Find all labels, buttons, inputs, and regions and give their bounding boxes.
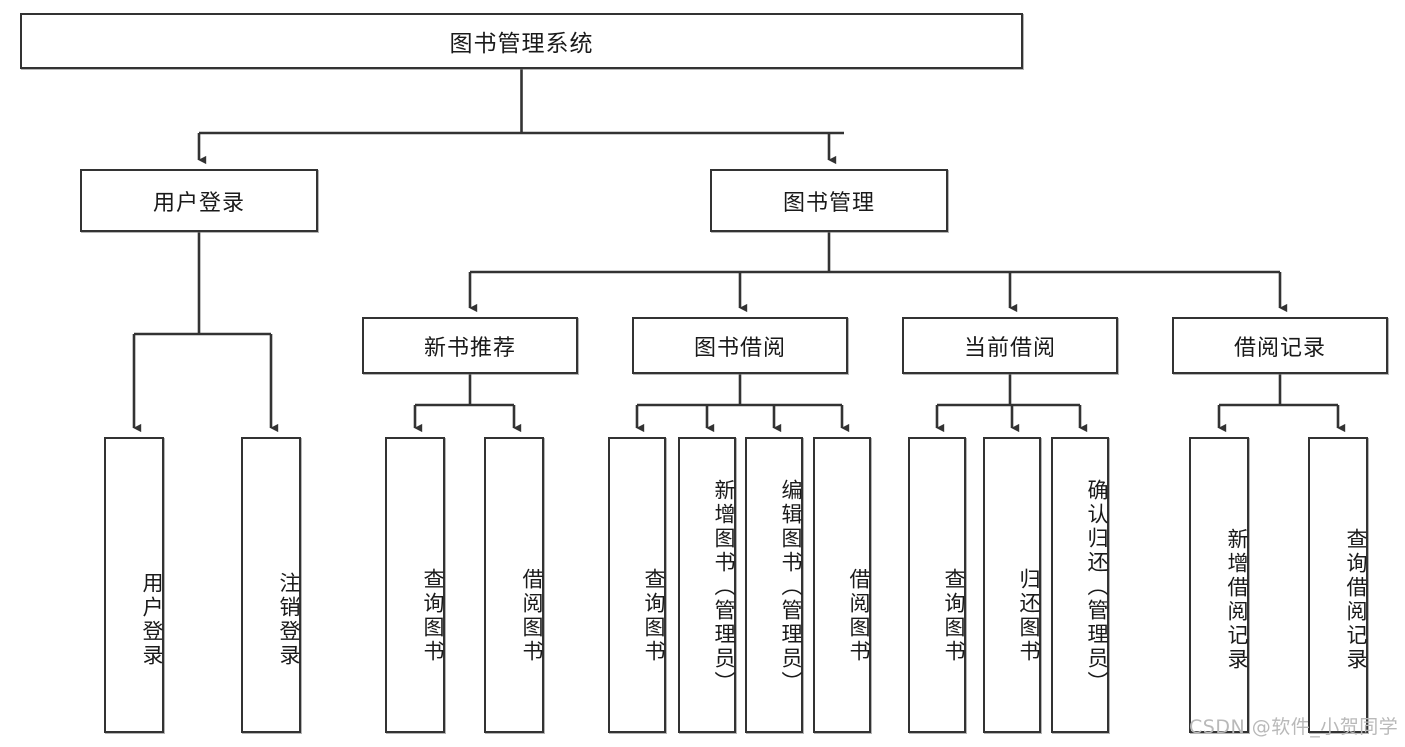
node-current-borrow[interactable]: 当前借阅 bbox=[902, 317, 1118, 374]
node-leaf-user-login-label: 用户登录 bbox=[140, 572, 164, 668]
node-root-label: 图书管理系统 bbox=[449, 31, 594, 57]
node-leaf-user-login[interactable]: 用户登录 bbox=[104, 437, 164, 733]
node-root-system[interactable]: 图书管理系统 bbox=[20, 13, 1023, 69]
node-leaf-confirm-return-label: 确认归还（管理员） bbox=[1085, 479, 1109, 695]
node-new-book-rec-label: 新书推荐 bbox=[423, 335, 516, 361]
node-leaf-borrow-book-rec-label: 借阅图书 bbox=[520, 568, 544, 664]
node-leaf-query-record-label: 查询借阅记录 bbox=[1344, 528, 1368, 672]
node-leaf-confirm-return[interactable]: 确认归还（管理员） bbox=[1051, 437, 1109, 733]
node-leaf-edit-book[interactable]: 编辑图书（管理员） bbox=[745, 437, 803, 733]
node-leaf-add-book-label: 新增图书（管理员） bbox=[712, 479, 736, 695]
node-user-login-label: 用户登录 bbox=[152, 190, 245, 216]
node-leaf-query-book-borrow[interactable]: 查询图书 bbox=[608, 437, 666, 733]
node-new-book-rec[interactable]: 新书推荐 bbox=[362, 317, 578, 374]
node-leaf-return-book[interactable]: 归还图书 bbox=[983, 437, 1041, 733]
node-leaf-query-book-rec[interactable]: 查询图书 bbox=[385, 437, 445, 733]
node-leaf-return-book-label: 归还图书 bbox=[1017, 568, 1041, 664]
node-leaf-query-book-current[interactable]: 查询图书 bbox=[908, 437, 966, 733]
node-leaf-borrow-book-rec[interactable]: 借阅图书 bbox=[484, 437, 544, 733]
node-leaf-query-book-borrow-label: 查询图书 bbox=[642, 568, 666, 664]
csdn-watermark: CSDN @软件_小贺同学 bbox=[1189, 716, 1399, 738]
node-leaf-query-book-current-label: 查询图书 bbox=[942, 568, 966, 664]
node-current-borrow-label: 当前借阅 bbox=[963, 335, 1056, 361]
node-book-manage-label: 图书管理 bbox=[782, 190, 875, 216]
node-leaf-borrow-book[interactable]: 借阅图书 bbox=[813, 437, 871, 733]
node-leaf-add-record[interactable]: 新增借阅记录 bbox=[1189, 437, 1249, 733]
node-leaf-user-logout[interactable]: 注销登录 bbox=[241, 437, 301, 733]
node-leaf-add-book[interactable]: 新增图书（管理员） bbox=[678, 437, 736, 733]
node-book-manage[interactable]: 图书管理 bbox=[710, 169, 948, 232]
node-book-borrow-label: 图书借阅 bbox=[693, 335, 786, 361]
node-leaf-query-record[interactable]: 查询借阅记录 bbox=[1308, 437, 1368, 733]
node-leaf-add-record-label: 新增借阅记录 bbox=[1225, 528, 1249, 672]
node-leaf-edit-book-label: 编辑图书（管理员） bbox=[779, 479, 803, 695]
node-leaf-user-logout-label: 注销登录 bbox=[277, 572, 301, 668]
node-borrow-record-label: 借阅记录 bbox=[1233, 335, 1326, 361]
node-user-login[interactable]: 用户登录 bbox=[80, 169, 318, 232]
node-leaf-query-book-rec-label: 查询图书 bbox=[421, 568, 445, 664]
node-borrow-record[interactable]: 借阅记录 bbox=[1172, 317, 1388, 374]
node-book-borrow[interactable]: 图书借阅 bbox=[632, 317, 848, 374]
node-leaf-borrow-book-label: 借阅图书 bbox=[847, 568, 871, 664]
